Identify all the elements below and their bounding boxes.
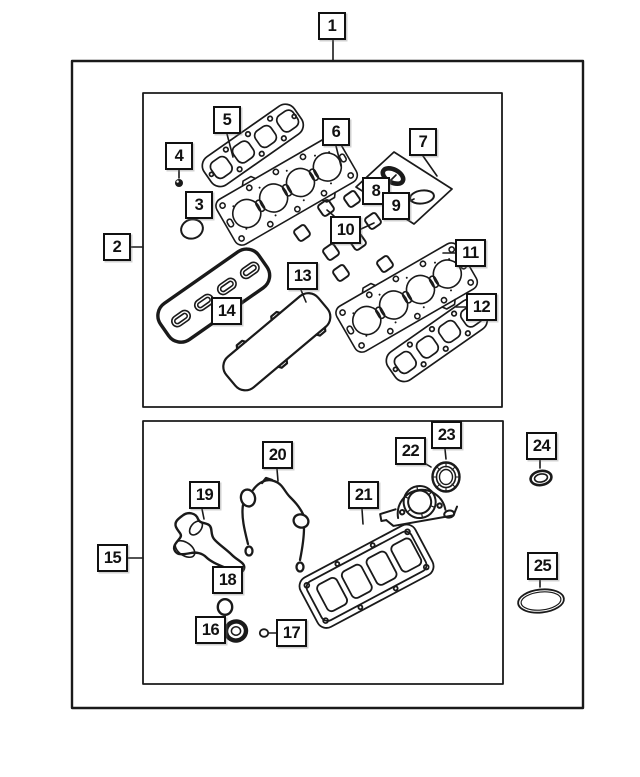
rear-seal-retainer-art xyxy=(379,485,459,527)
callout-16: 16 xyxy=(195,616,226,644)
callout-9: 9 xyxy=(382,192,410,220)
callout-2: 2 xyxy=(103,233,131,261)
callout-19: 19 xyxy=(189,481,220,509)
callout-21: 21 xyxy=(348,481,379,509)
crankshaft-front-seal-art xyxy=(223,619,249,643)
kit-outer-box xyxy=(70,59,585,710)
callout-6: 6 xyxy=(322,118,350,146)
callout-14: 14 xyxy=(211,297,242,325)
callout-15: 15 xyxy=(97,544,128,572)
callout-25: 25 xyxy=(527,552,558,580)
large-o-ring-art xyxy=(517,588,565,614)
timing-cover-gasket-art xyxy=(172,511,246,574)
front-cover-gasket-art xyxy=(239,476,310,573)
callout-1: 1 xyxy=(318,12,346,40)
o-ring-art xyxy=(180,218,204,240)
callout-17: 17 xyxy=(276,619,307,647)
tiny-o-ring-art xyxy=(258,628,270,638)
lower-gasket-group-box xyxy=(142,420,504,685)
callout-10: 10 xyxy=(330,216,361,244)
oil-pan-gasket-art xyxy=(298,523,435,629)
callout-12: 12 xyxy=(466,293,497,321)
callout-3: 3 xyxy=(185,191,213,219)
valve-cover-gasket-right-art xyxy=(222,292,332,392)
callout-20: 20 xyxy=(262,441,293,469)
crankshaft-rear-seal-art xyxy=(431,461,461,493)
callout-22: 22 xyxy=(395,437,426,465)
callout-24: 24 xyxy=(526,432,557,460)
callout-11: 11 xyxy=(455,239,486,267)
callout-18: 18 xyxy=(212,566,243,594)
callout-13: 13 xyxy=(287,262,318,290)
callout-7: 7 xyxy=(409,128,437,156)
ring-gasket-art xyxy=(409,189,435,205)
seal-ring-art xyxy=(529,469,553,487)
callout-4: 4 xyxy=(165,142,193,170)
sealing-plug-art xyxy=(175,179,183,187)
callout-23: 23 xyxy=(431,421,462,449)
small-o-ring-art xyxy=(216,598,234,617)
cover-plate-art xyxy=(355,151,453,225)
callout-5: 5 xyxy=(213,106,241,134)
upper-gasket-group-box xyxy=(142,92,503,408)
